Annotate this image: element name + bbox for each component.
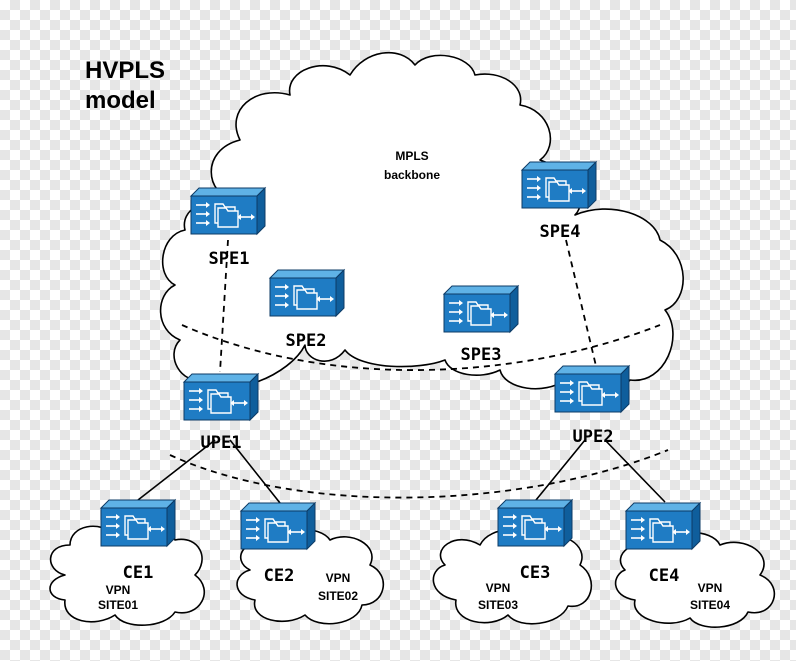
title-line1: HVPLS bbox=[85, 57, 165, 84]
site03-cloud bbox=[432, 528, 593, 625]
title-line2: model bbox=[85, 87, 156, 114]
vpls-arc-lower bbox=[169, 449, 669, 499]
ce2-device[interactable] bbox=[240, 502, 316, 550]
ce4-device[interactable] bbox=[625, 502, 701, 550]
spe3-label: SPE3 bbox=[461, 345, 502, 365]
upe2-device[interactable] bbox=[554, 365, 630, 413]
spe4-device[interactable] bbox=[521, 161, 597, 209]
spe3-device[interactable] bbox=[443, 285, 519, 333]
spe1-label: SPE1 bbox=[209, 249, 250, 269]
upe1-label: UPE1 bbox=[201, 433, 242, 453]
vpls-arc-upper bbox=[181, 324, 661, 371]
spe4-label: SPE4 bbox=[540, 222, 581, 242]
backbone-label-line1: MPLS bbox=[395, 149, 428, 163]
site03-vpn-label: VPN bbox=[486, 581, 511, 595]
ce2-label: CE2 bbox=[264, 566, 295, 586]
ce1-label: CE1 bbox=[123, 563, 154, 583]
site02-name-label: SITE02 bbox=[318, 589, 358, 603]
link-upe2-ce4 bbox=[604, 439, 666, 503]
link-spe1-upe1 bbox=[219, 239, 229, 373]
upe2-label: UPE2 bbox=[573, 427, 614, 447]
link-upe1-ce2 bbox=[229, 439, 281, 504]
site01-cloud bbox=[49, 521, 206, 626]
site04-name-label: SITE04 bbox=[690, 598, 730, 612]
site01-vpn-label: VPN bbox=[106, 583, 131, 597]
ce3-label: CE3 bbox=[520, 563, 551, 583]
spe2-device[interactable] bbox=[269, 269, 345, 317]
link-upe2-ce3 bbox=[535, 439, 586, 501]
site02-vpn-label: VPN bbox=[326, 571, 351, 585]
spe1-device[interactable] bbox=[190, 187, 266, 235]
site04-vpn-label: VPN bbox=[698, 581, 723, 595]
ce3-device[interactable] bbox=[497, 499, 573, 547]
ce1-device[interactable] bbox=[100, 499, 176, 547]
link-upe1-ce1 bbox=[137, 439, 216, 501]
site03-name-label: SITE03 bbox=[478, 598, 518, 612]
backbone-label-line2: backbone bbox=[384, 168, 440, 182]
upe1-device[interactable] bbox=[183, 373, 259, 421]
site01-name-label: SITE01 bbox=[98, 598, 138, 612]
spe2-label: SPE2 bbox=[286, 331, 327, 351]
ce4-label: CE4 bbox=[649, 566, 680, 586]
